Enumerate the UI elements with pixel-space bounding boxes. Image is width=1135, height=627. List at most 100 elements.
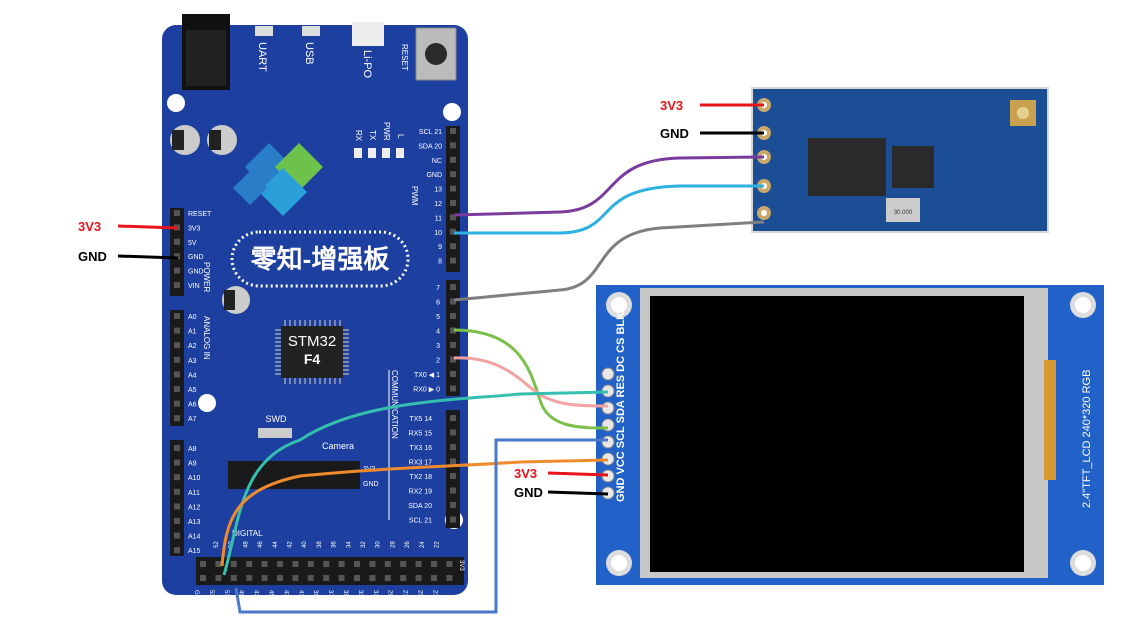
swd-label: SWD <box>266 414 287 424</box>
wire-cyan <box>454 184 764 235</box>
camera-header <box>228 461 360 489</box>
pin-label: 8 <box>438 259 442 266</box>
pin-label: A15 <box>188 548 201 555</box>
pin-label: TX2 18 <box>409 474 432 481</box>
svg-text:RX: RX <box>354 130 363 142</box>
pin-label: 3 <box>436 343 440 350</box>
digital-pin-label: 29 <box>387 590 393 597</box>
port-usb-label: USB <box>303 42 315 65</box>
mcu-board: UART USB Li-PO RESET RX TX PWR L 零知-增强板 <box>162 14 468 604</box>
board-3v3-label: 3V3 <box>78 219 101 234</box>
digital-pin-label: 40 <box>302 541 308 548</box>
analog-header <box>170 310 184 426</box>
pin-label: 11 <box>435 215 442 222</box>
pin-label: GND <box>188 269 204 276</box>
digital-label: DIGITAL <box>232 529 263 538</box>
mcu-chip: STM32 F4 <box>275 320 349 384</box>
pin-label: RX2 19 <box>409 489 432 496</box>
pin-label: A6 <box>188 402 197 409</box>
digital-pin-label: 52 <box>214 541 220 548</box>
comm-label: COMMUNICATION <box>390 370 399 439</box>
pin-label: TX0 ◀ 1 <box>414 372 440 379</box>
svg-text:L: L <box>396 134 405 139</box>
pin-label: RX3 17 <box>409 460 432 467</box>
pin-label: 13 <box>434 187 442 194</box>
wire-gray <box>453 220 765 302</box>
pin-label: SDA 20 <box>418 143 442 150</box>
digital-pin-label: 53 <box>208 590 214 597</box>
wire-purple <box>453 155 765 217</box>
lcd-pad <box>601 367 615 381</box>
digital-pin-label: 22 <box>435 541 441 548</box>
digital-pin-label: 31 <box>372 590 378 597</box>
pwm-label: PWM <box>410 186 419 206</box>
digital-pin-label: 48 <box>243 541 249 548</box>
pin-label: A11 <box>188 490 200 497</box>
board-logo <box>233 142 324 217</box>
svg-text:GND: GND <box>363 481 379 488</box>
svg-text:3V3: 3V3 <box>458 560 464 571</box>
digital-pin-label: 30 <box>376 541 382 548</box>
pin-label: SCL 21 <box>409 518 432 525</box>
digital-pin-label: 34 <box>346 541 352 548</box>
port-lipo-label: Li-PO <box>361 50 373 79</box>
port-reset-label: RESET <box>400 44 409 71</box>
digital-pin-label: 26 <box>405 541 411 548</box>
status-leds: RX TX PWR L <box>354 122 405 158</box>
pin-label: A10 <box>188 475 201 482</box>
pin-label: VIN <box>188 283 200 290</box>
pin-label: TX3 16 <box>409 445 432 452</box>
digital-pin-label: 49 <box>238 590 244 597</box>
digital-pin-label: 44 <box>273 541 279 548</box>
digital-pin-label: 42 <box>288 541 294 548</box>
right-header <box>446 280 460 396</box>
digital-pin-label: 46 <box>258 541 264 548</box>
pin-label: A12 <box>188 504 201 511</box>
digital-pin-label: 23 <box>431 590 437 597</box>
digital-pin-label: 33 <box>357 590 363 597</box>
board-gnd-label: GND <box>78 249 107 264</box>
svg-text:TX: TX <box>368 130 377 141</box>
power-leads <box>117 103 764 496</box>
pin-label: 9 <box>438 244 442 251</box>
pin-label: A9 <box>188 461 197 468</box>
wire-pink <box>453 356 609 408</box>
pin-label: 6 <box>436 300 440 307</box>
pin-label: 5 <box>436 314 440 321</box>
svg-text:STM32: STM32 <box>288 333 336 350</box>
wires <box>220 155 765 614</box>
lcd-module: GND VCC SCL SDA RES DC CS BLK 2.4"TFT_LC… <box>596 285 1104 585</box>
pin-label: A2 <box>188 343 197 350</box>
wire-blue <box>234 438 608 614</box>
power-header <box>170 208 184 296</box>
digital-pin-label: 51 <box>223 590 229 597</box>
digital-pin-label: 36 <box>332 541 338 548</box>
pin-label: A3 <box>188 358 197 365</box>
svg-text:30.000: 30.000 <box>894 210 913 216</box>
lcd-pad <box>601 401 615 415</box>
digital-pin-label: 25 <box>417 590 423 597</box>
digital-pin-label: 45 <box>268 590 274 597</box>
digital-pin-label: 27 <box>402 590 408 597</box>
digital-pin-label: 47 <box>253 590 259 597</box>
pin-label: GND <box>188 254 204 261</box>
svg-text:F4: F4 <box>304 351 321 367</box>
comm-header <box>446 410 460 528</box>
pin-label: 3V3 <box>188 225 201 232</box>
digital-pin-label: 32 <box>361 541 367 548</box>
board-title: 零知-增强板 <box>251 244 390 274</box>
pin-label: A13 <box>188 519 201 526</box>
wire-green <box>453 328 609 430</box>
pin-label: 12 <box>434 201 442 208</box>
pin-label: GND <box>426 172 442 179</box>
pin-label: 7 <box>436 285 440 292</box>
pin-label: A14 <box>188 534 201 541</box>
digital-pin-label: 41 <box>297 590 303 597</box>
pin-label: 5V <box>188 240 197 247</box>
digital-pin-label: 28 <box>390 541 396 548</box>
analog-header-2 <box>170 440 184 556</box>
lcd-pad <box>601 435 615 449</box>
rf-gnd-label: GND <box>660 126 689 141</box>
digital-pin-label: 24 <box>420 541 426 548</box>
camera-label: Camera <box>322 441 354 451</box>
